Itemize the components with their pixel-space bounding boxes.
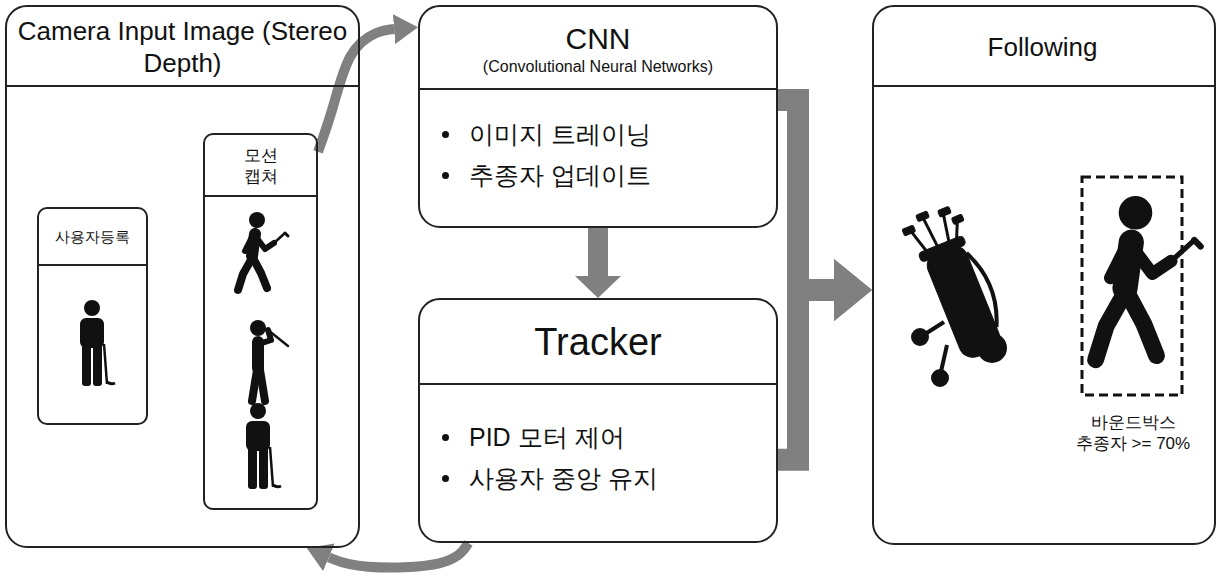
walking-pose-icon [238,212,288,290]
capture-box: 모션 캡쳐 [203,133,318,510]
club-head [902,225,916,236]
flow-arrow [588,228,608,276]
followed-user-icon [1096,196,1201,360]
swing-pose-icon [250,320,288,401]
text-area: PID 모터 제어사용자 중앙 유지 [442,408,762,508]
registered-user-icon [80,300,115,386]
box-heading: 모션 캡쳐 [244,145,278,188]
flow-arrow [318,29,394,152]
golf-bag [899,199,1013,365]
box-text: (Convolutional Neural Networks) [483,57,713,77]
box-heading: Following [988,31,1098,64]
tracker-box: TrackerPID 모터 제어사용자 중앙 유지 [418,298,778,543]
text-area: 모션 캡쳐 [205,135,316,197]
cnn-box: CNN(Convolutional Neural Networks) 이미지 트레… [418,5,778,228]
header-divider [7,85,358,87]
box-heading: CNN [566,20,631,58]
header-divider [205,195,316,197]
club-head [916,211,930,222]
bullet-item: 추종자 업데이트 [469,160,651,191]
flow-arrow [778,290,834,460]
bullet-dot [442,172,449,179]
header-divider [874,85,1214,87]
text-area: Camera Input Image (Stereo Depth) [7,7,358,87]
bullet-row: PID 모터 제어 [442,422,625,453]
text-area: 이미지 트레이닝추종자 업데이트 [442,105,762,205]
following-panel: Following 바운드박스 추종자 >= 70% [872,5,1216,545]
box-heading: Tracker [534,319,661,367]
registration-box: 사용자등록 [37,207,148,425]
header-divider [420,88,776,90]
bullet-dot [442,131,449,138]
bullet-item: 이미지 트레이닝 [469,119,651,150]
standing-pose-icon [246,403,281,489]
bullet-row: 사용자 중앙 유지 [442,463,658,494]
bullet-row: 추종자 업데이트 [442,160,651,191]
bag-strap [966,249,1005,327]
bullet-dot [442,434,449,441]
bag-collar [918,235,966,262]
header-divider [39,264,146,266]
stand-foot [913,330,927,344]
bullet-dot [442,475,449,482]
text-area: 사용자등록 [39,209,146,266]
text-area: 바운드박스 추종자 >= 70% [1059,402,1207,464]
club-head [951,214,964,225]
box-heading: 사용자등록 [55,228,130,247]
bullet-item: PID 모터 제어 [469,422,625,453]
stand-foot [933,371,947,385]
flow-arrow [778,100,834,290]
bag-wheel [979,335,1005,361]
text-area: Following [874,7,1211,87]
flow-arrow [329,543,469,568]
bounding-box [1082,177,1182,395]
text-area: Tracker [420,300,776,385]
input-panel: Camera Input Image (Stereo Depth) 사용자등록 모션… [5,5,360,548]
header-divider [420,383,776,385]
bag-stand [913,322,1005,385]
club-head [938,206,952,217]
bullet-item: 사용자 중앙 유지 [469,463,658,494]
text-area: CNN(Convolutional Neural Networks) [420,7,776,90]
box-heading: Camera Input Image (Stereo Depth) [7,15,358,80]
box-text: 바운드박스 추종자 >= 70% [1063,412,1203,455]
bullet-row: 이미지 트레이닝 [442,119,651,150]
